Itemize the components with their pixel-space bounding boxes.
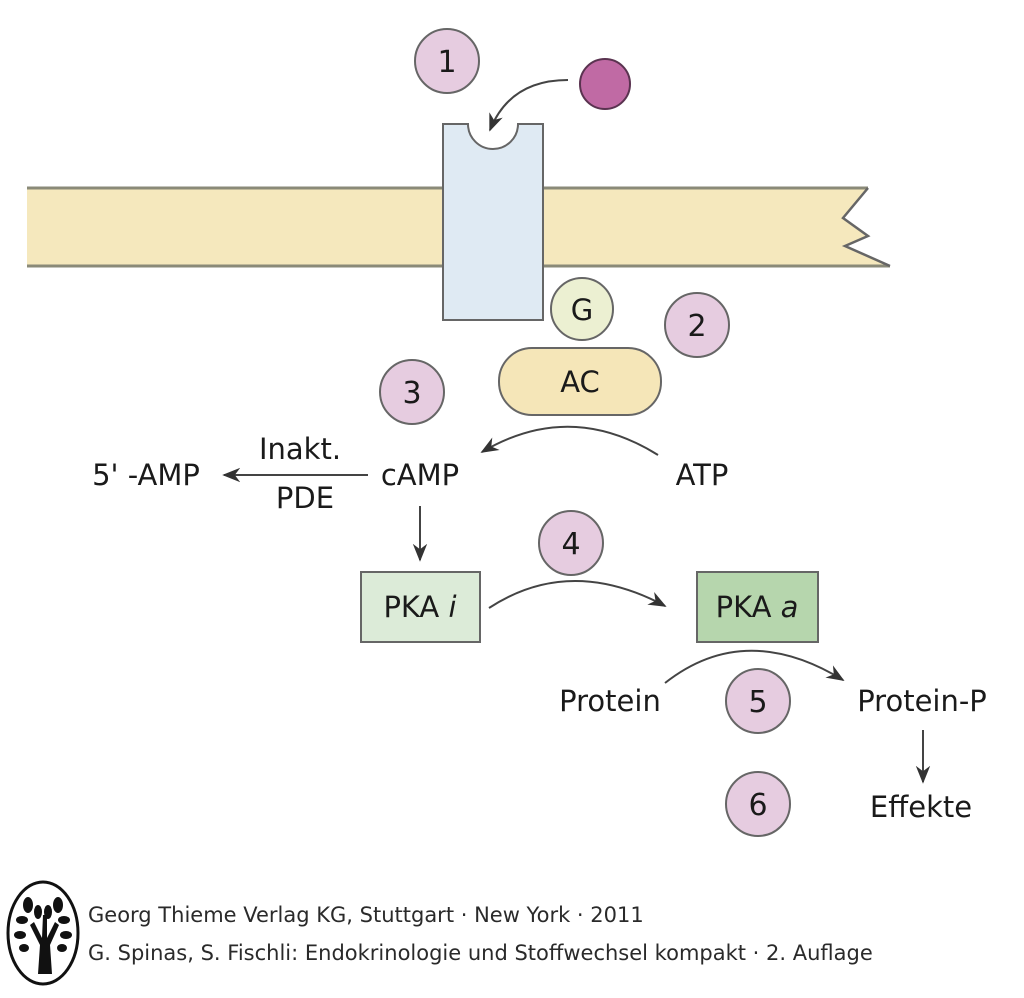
protein-label: Protein <box>559 684 661 718</box>
svg-text:1: 1 <box>437 45 456 80</box>
receptor <box>442 123 544 321</box>
amp-label: 5' -AMP <box>92 458 200 492</box>
g-protein: G <box>550 277 614 341</box>
svg-text:6: 6 <box>748 788 767 823</box>
adenylate-cyclase: AC <box>498 347 662 416</box>
ligand <box>579 58 631 110</box>
svg-text:3: 3 <box>402 376 421 411</box>
svg-text:2: 2 <box>687 309 706 344</box>
svg-text:5: 5 <box>748 685 767 720</box>
svg-text:PKA i: PKA i <box>383 590 456 624</box>
protein-p-label: Protein-P <box>857 684 987 718</box>
pka-inactive: PKA i <box>360 571 481 643</box>
step-3: 3 <box>379 359 445 425</box>
phosphorylation-arrow <box>664 649 845 684</box>
camp-label: cAMP <box>381 458 459 492</box>
svg-text:4: 4 <box>561 527 580 562</box>
svg-text:PKA a: PKA a <box>716 590 799 624</box>
pka-activation-arrow <box>488 580 667 609</box>
step-5: 5 <box>725 668 791 734</box>
thieme-tree-logo <box>6 880 80 986</box>
pka-active: PKA a <box>696 571 819 643</box>
step-4: 4 <box>538 510 604 576</box>
book-citation-line: G. Spinas, S. Fischli: Endokrinologie un… <box>88 941 873 965</box>
pde-label: PDE <box>276 481 334 515</box>
effekte-label: Effekte <box>870 790 972 824</box>
atp-to-camp-arrow <box>480 425 659 456</box>
inakt-label: Inakt. <box>259 432 341 466</box>
step-6: 6 <box>725 771 791 837</box>
svg-text:AC: AC <box>560 365 600 399</box>
step-2: 2 <box>664 292 730 358</box>
ligand-binding-arrow <box>489 79 569 132</box>
step-1: 1 <box>414 28 480 94</box>
publisher-line: Georg Thieme Verlag KG, Stuttgart · New … <box>88 903 644 927</box>
svg-text:G: G <box>571 293 593 327</box>
atp-label: ATP <box>676 458 729 492</box>
